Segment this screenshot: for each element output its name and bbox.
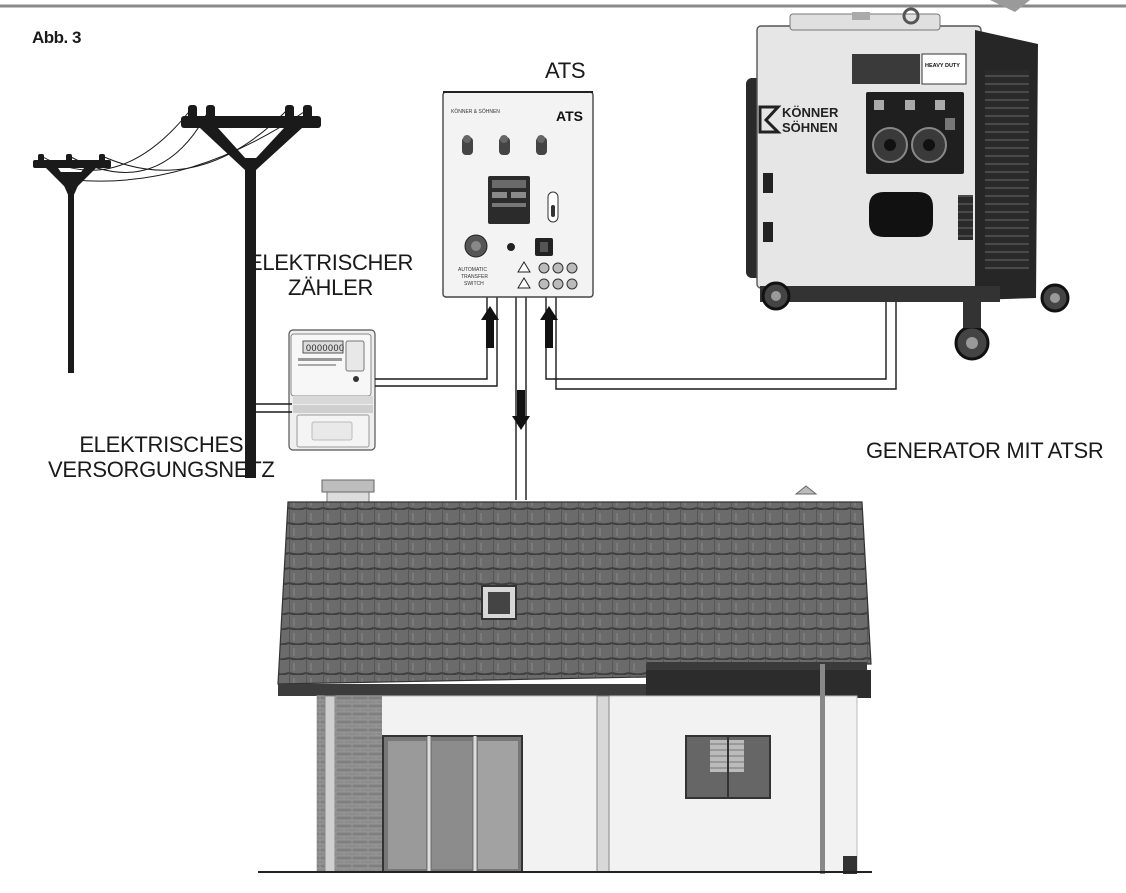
house — [258, 479, 872, 874]
generator-brand-1: KÖNNER — [782, 105, 839, 120]
generator-brand-2: SÖHNEN — [782, 120, 838, 135]
flow-arrows — [481, 306, 558, 430]
ats-caption-3: SWITCH — [464, 281, 484, 287]
grid-label: ELEKTRISCHES VERSORGUNGSNETZ — [48, 432, 275, 483]
overhead-wires — [40, 107, 308, 182]
meter-label-line-1: ELEKTRISCHER — [248, 250, 414, 275]
ats-caption-1: AUTOMATIC — [458, 267, 487, 273]
grid-label-line-1: ELEKTRISCHES — [79, 432, 244, 457]
ats-label: ATS — [545, 58, 586, 83]
ats-caption-2: TRANSFER — [461, 274, 488, 280]
electricity-meter — [288, 329, 376, 451]
generator-badge: HEAVY DUTY — [925, 63, 960, 69]
ats-cabinet — [442, 91, 594, 298]
small-power-pole — [33, 154, 111, 373]
meter-label: ELEKTRISCHER ZÄHLER — [248, 250, 413, 301]
meter-display-digits: 0000000 — [306, 343, 345, 353]
header-rule — [0, 0, 1126, 12]
large-power-pole — [181, 105, 321, 478]
ats-brand-text: KÖNNER & SÖHNEN — [451, 108, 500, 115]
meter-label-line-2: ZÄHLER — [288, 275, 374, 301]
figure-label: Abb. 3 — [32, 28, 81, 47]
grid-label-line-2: VERSORGUNGSNETZ — [48, 457, 275, 483]
generator — [746, 7, 1070, 361]
generator-label: GENERATOR MIT ATSR — [866, 438, 1104, 463]
ats-panel-title: ATS — [556, 108, 583, 124]
